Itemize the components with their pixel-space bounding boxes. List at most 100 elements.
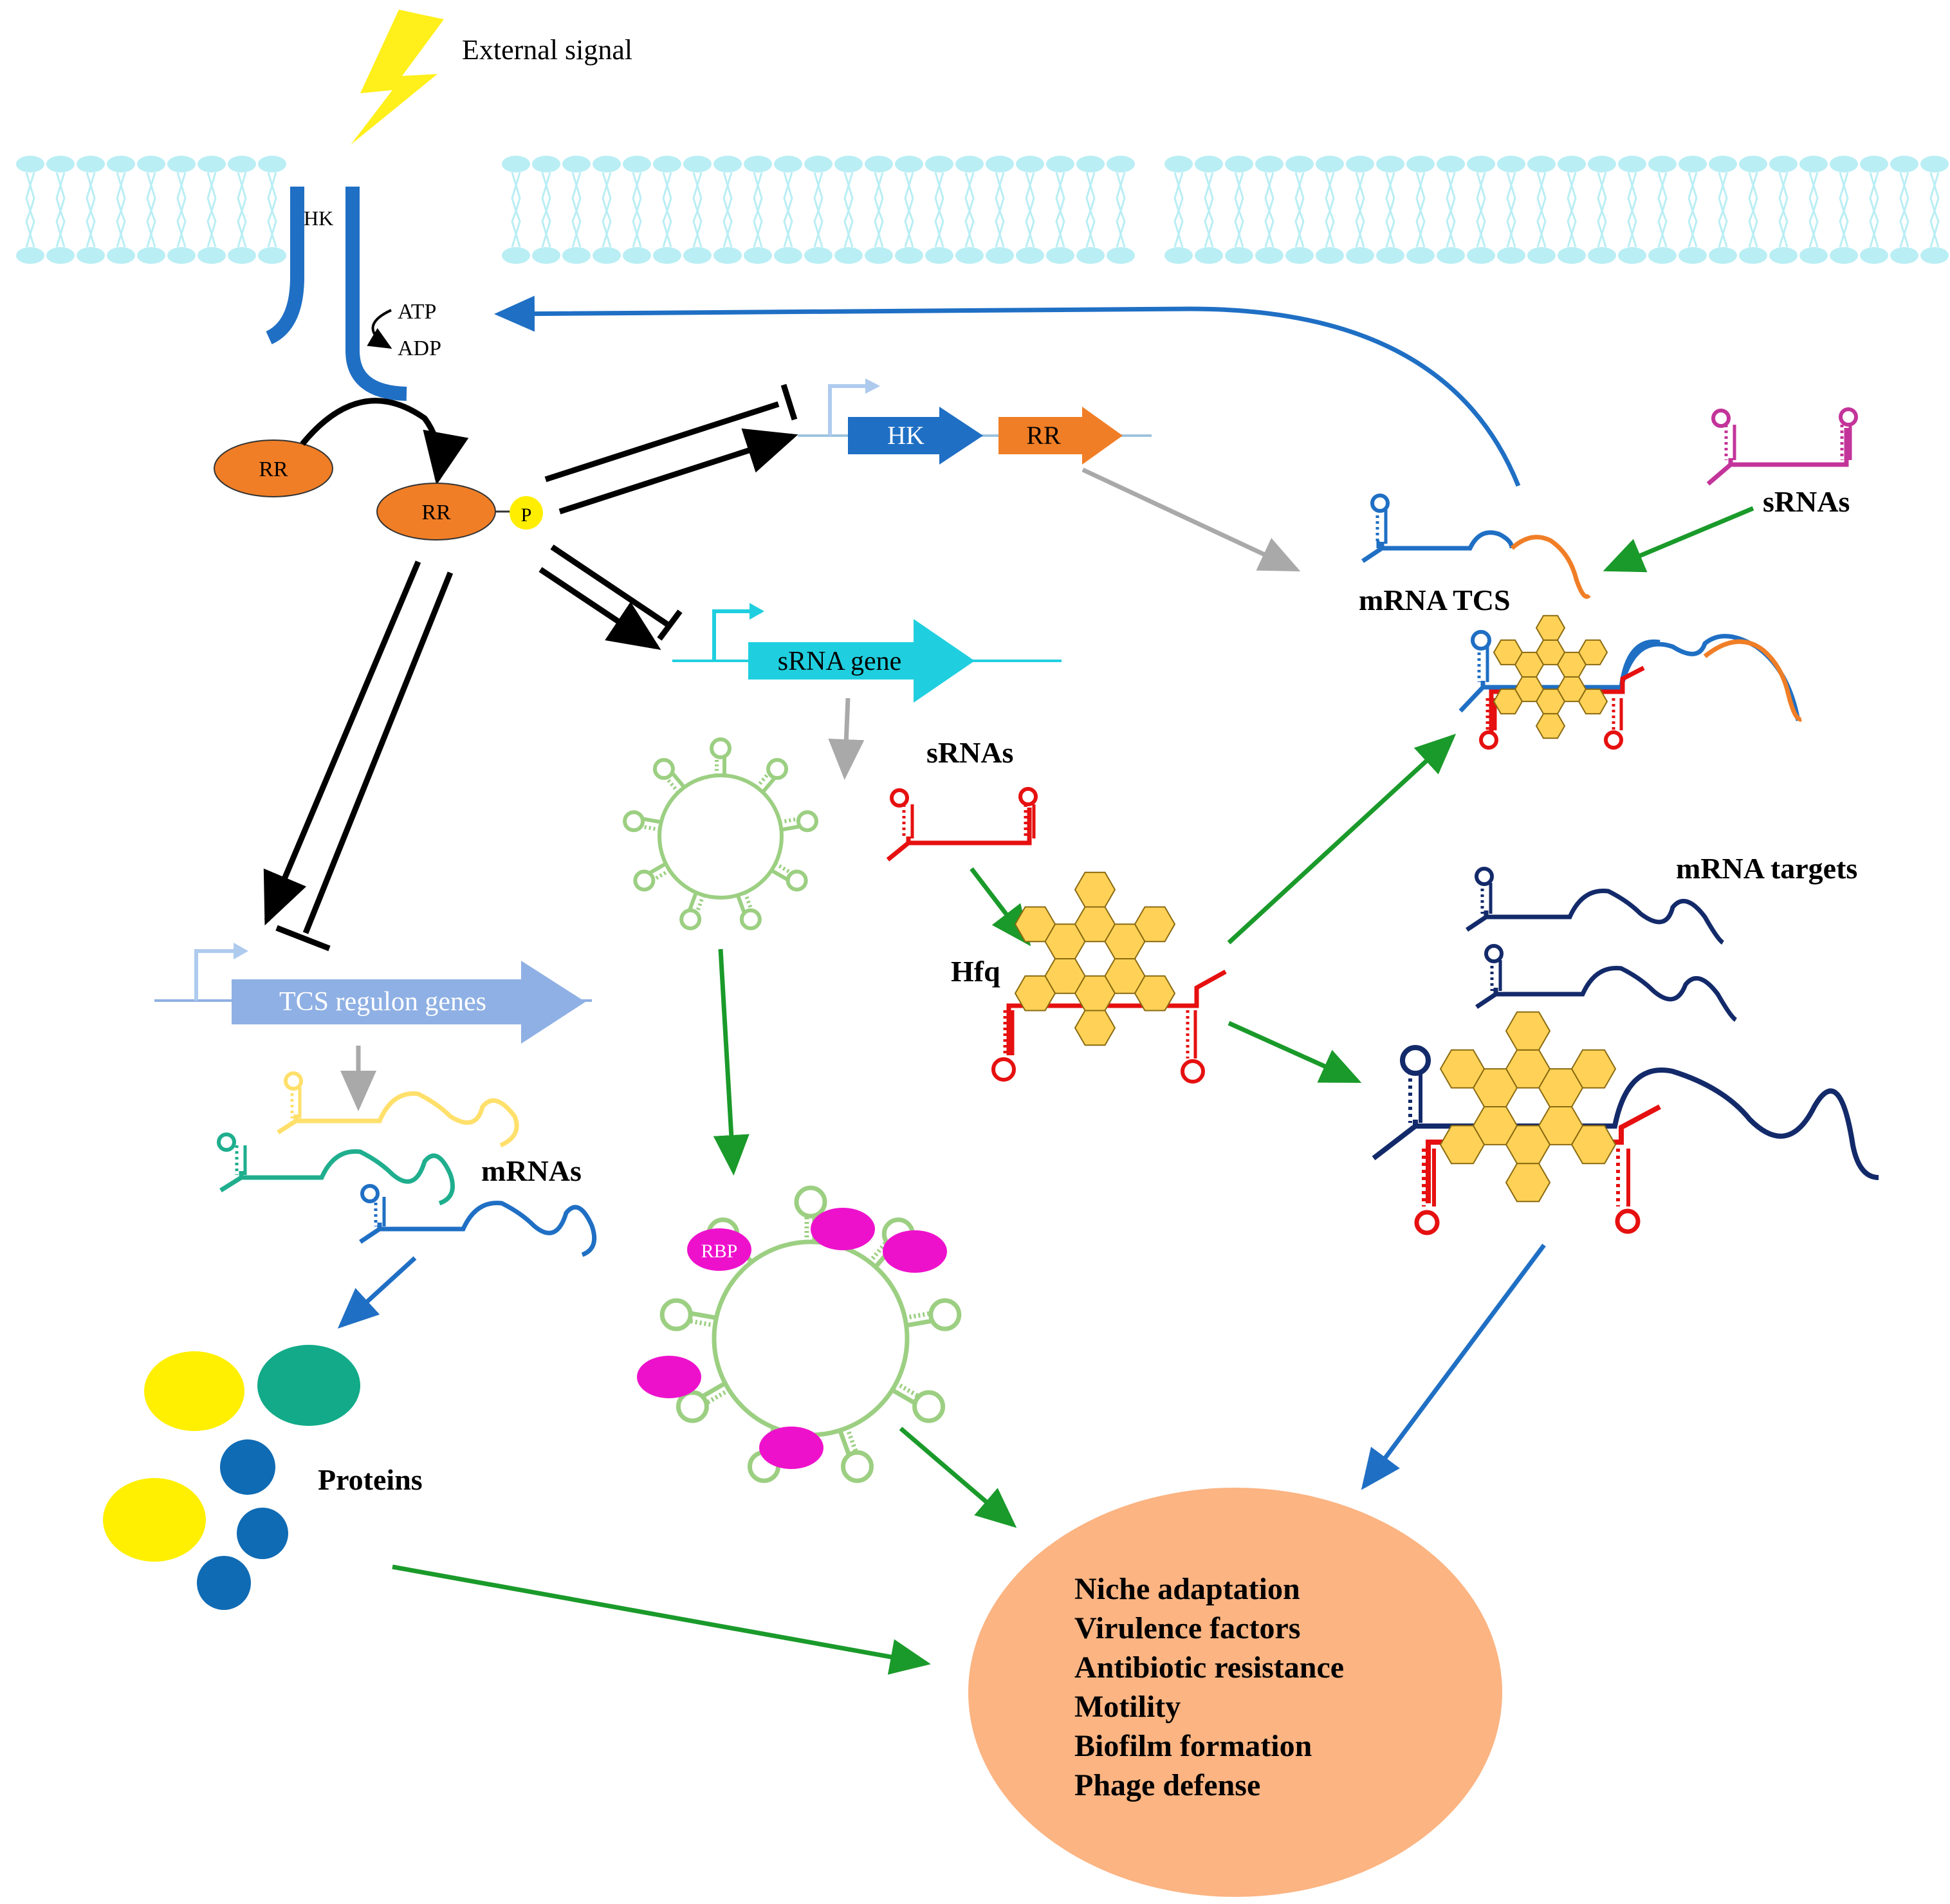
sponge-to-rbp-arrow [713,948,750,1176]
lipid-head [653,247,681,264]
mrna-blue [359,1184,597,1257]
atp-adp-curve [367,309,392,349]
protein-teal [257,1345,360,1426]
outcome-list: Niche adaptation Virulence factors Antib… [1074,1572,1344,1802]
lipid-head [1527,247,1556,264]
lipid-head [1920,156,1949,172]
hfq-hexamer-icon [1439,1011,1617,1203]
lipid-head [955,247,984,264]
lipid-head [1558,156,1586,172]
hfq-subunit [1535,713,1566,739]
rr-phos-label: RR [421,501,451,524]
mrna-tcs [1361,494,1591,599]
lipid-head [1769,156,1798,172]
lipid-head [228,156,256,172]
hfq-subunit [1014,975,1056,1012]
lipid-head [1255,247,1283,264]
srna-gene-arrow [748,619,975,703]
hfq-subunit [1493,689,1523,715]
lipid-head [1255,156,1283,172]
rr-to-hk-operon-repression [544,401,780,483]
tcs-regulon-genes: TCS regulon genes [154,943,592,1044]
lipid-head [1376,156,1404,172]
lipid-head [865,247,893,264]
lipid-head [1739,156,1767,172]
lightning-icon [351,10,444,145]
lipid-head [1558,247,1586,264]
mrna-targets-label: mRNA targets [1676,852,1857,885]
lipid-head [1076,247,1105,264]
lipid-head [532,156,560,172]
hfq-subunit [1535,615,1566,641]
lipid-head [1225,247,1253,264]
target-complex-to-outcome-arrow [1361,1243,1546,1490]
stem-loop-icon [766,758,789,781]
stem-loop-icon [912,1390,946,1423]
lipid-head [1709,247,1737,264]
rr-gene-label: RR [1026,421,1061,450]
lipid-head [16,247,44,264]
lipid-head [1709,156,1737,172]
adp-label: ADP [398,337,441,360]
rr-to-hk-operon-activation [558,428,798,515]
srna-magenta [1706,407,1858,486]
outcome-item: Phage defense [1074,1768,1260,1802]
lipid-head [1164,247,1193,264]
rbp-label: RBP [701,1241,738,1262]
stem-loop-icon [739,908,762,930]
lipid-head [107,247,135,264]
srnas-red-label: sRNAs [926,736,1013,769]
lipid-head [1406,247,1435,264]
lipid-head [1860,247,1888,264]
stem-loop-icon [1018,787,1038,838]
lipid-head [1860,156,1888,172]
lipid-head [46,247,75,264]
lipid-head [1648,247,1677,264]
stem-loop-icon [796,810,818,833]
srna-gene-to-sponge-arrow [828,698,865,780]
stem-loop-icon [1181,1010,1205,1084]
hfq-mrna-target-complex [1372,1011,1879,1235]
hk-membrane-label: HK [304,207,333,230]
lipid-head [895,247,923,264]
lipid-head [986,247,1014,264]
phenotype-outcome-ellipse [968,1488,1502,1897]
hfq-subunit [1074,1010,1116,1046]
tcs-regulon-label: TCS regulon genes [279,987,486,1017]
lipid-head [1376,247,1404,264]
lipid-head [107,156,135,172]
tcs-regulon-arrow [232,961,585,1044]
lipid-head [1739,247,1767,264]
stem-loop-icon [623,810,645,833]
outcome-item: Niche adaptation [1074,1572,1300,1606]
rr-unphos-label: RR [259,458,288,481]
promoter-arrow-icon [712,609,753,661]
lipid-head [1046,247,1074,264]
outcome-item: Motility [1074,1690,1181,1724]
lipid-head [925,247,953,264]
lipid-head [1588,247,1616,264]
hfq-subunit [1577,639,1608,665]
hfq-subunit [1570,1125,1617,1165]
phosphate-group [510,496,543,530]
protein-yellow-1 [144,1351,244,1431]
stem-loop-icon [991,1010,1016,1082]
lipid-head [1437,156,1465,172]
lipid-head [137,156,165,172]
lipid-head [955,156,984,172]
rbp-protein [637,1356,701,1398]
mrna-tcs-label: mRNA TCS [1359,584,1511,616]
lipid-head [137,247,165,264]
protein-yellow-2 [103,1478,206,1562]
hk-gene-label: HK [887,421,924,450]
lipid-head [1195,247,1223,264]
rr-gene-arrow [998,407,1123,465]
lipid-head [1467,247,1495,264]
hfq-subunit [1074,871,1116,908]
stem-loop-icon [794,1185,827,1219]
srnas-magenta-label: sRNAs [1763,485,1850,518]
stem-loop-icon [710,737,731,759]
mrna-target-1 [1466,867,1725,945]
external-signal-label: External signal [462,34,632,66]
